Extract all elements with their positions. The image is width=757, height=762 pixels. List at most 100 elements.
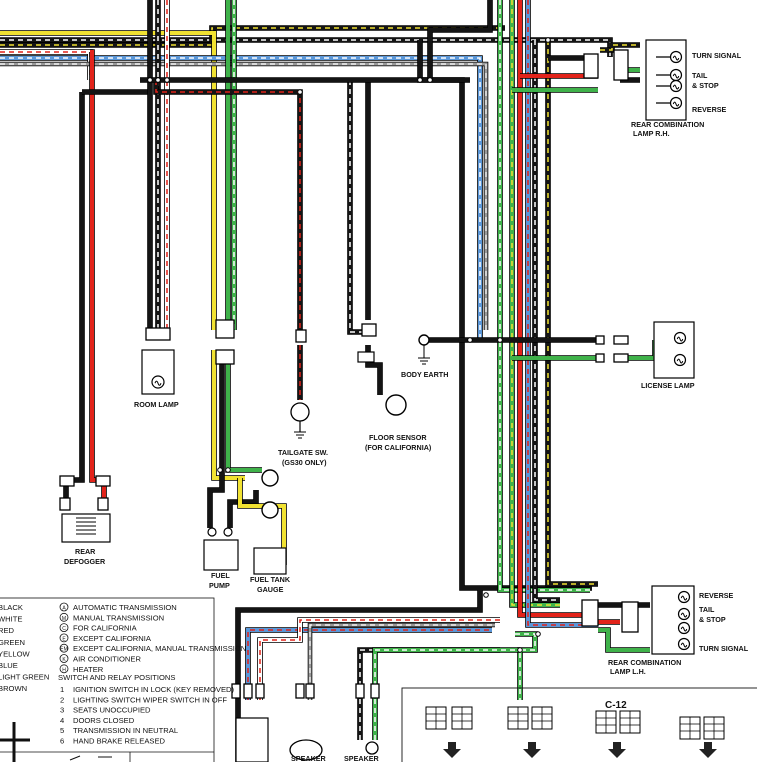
connector-view-1 [425,706,447,730]
tail-lh-label-2: & STOP [699,615,726,624]
tail-rh-label-2: & STOP [692,81,719,90]
turn-signal-lh-label: TURN SIGNAL [699,644,749,653]
fuel-gauge-sender [261,501,279,519]
fuel-gauge-body [253,547,287,575]
rh-reverse-bulb [669,96,683,110]
speaker-l [289,739,323,761]
svg-text:AUTOMATIC TRANSMISSION: AUTOMATIC TRANSMISSION [73,603,177,612]
wire-top-yellow [0,30,217,330]
wire-lh-green-2 [515,631,538,700]
license-connector-1 [595,335,605,345]
defogger-terminal-l [59,497,71,511]
labels: TURN SIGNAL TAIL & STOP REVERSE REAR COM… [64,51,749,762]
rh-connector-b [613,49,629,81]
lh-reverse-bulb [677,590,691,604]
down-arrow-icon [699,742,717,758]
rh-connector-a [583,53,599,79]
components [59,39,725,762]
svg-text:IGNITION SWITCH IN LOCK (KEY: IGNITION SWITCH IN LOCK (KEY REMOVED) [73,685,235,694]
wire-top-red [89,49,107,498]
svg-text:AIR CONDITIONER: AIR CONDITIONER [73,655,141,664]
wire-v-blue-528 [525,0,598,628]
fuel-pump-label-2: PUMP [209,581,230,590]
wire-v-green-512 [509,0,560,608]
svg-text:1: 1 [60,685,64,694]
svg-text:5: 5 [60,726,64,735]
rear-combo-lh-label: REAR COMBINATION [608,658,681,667]
bottom-connector-6 [355,683,365,699]
color-legend-item: BROWN [0,684,27,693]
wire-fuel-yellow [211,350,245,481]
body-earth-terminal [418,334,430,346]
color-legend-item: BLACK [0,603,23,612]
wire-bot-blue [245,627,492,700]
wire-fuel-green [225,350,262,473]
bottom-connector-4 [295,683,305,699]
bottom-connector-7 [370,683,380,699]
wire-v-black-548 [545,40,598,587]
fuel-pump-terminal-2 [223,527,233,537]
rear-combo-rh-housing [645,39,687,121]
wire-v-black-420 [417,40,592,591]
lh-connector-a [581,599,599,627]
svg-text:DOORS CLOSED: DOORS CLOSED [73,716,135,725]
svg-text:K: K [62,657,66,663]
rear-defogger-body [61,513,111,543]
connector-c12-label: C-12 [605,700,627,711]
svg-text:TRANSMISSION IN NEUTRAL: TRANSMISSION IN NEUTRAL [73,726,178,735]
wire-v-red-520 [517,0,598,618]
switch-positions-heading: SWITCH AND RELAY POSITIONS [58,673,175,682]
license-bulb-2 [673,353,687,367]
room-lamp-bulb [151,375,165,389]
abbreviation-item: EM EXCEPT CALIFORNIA, MANUAL TRANSMISSION [59,643,246,653]
turn-signal-rh-label: TURN SIGNAL [692,51,742,60]
rear-defogger-label: REAR [75,547,96,556]
connector-view-8 [703,716,725,740]
license-lamp-housing [653,321,695,379]
svg-text:M: M [62,616,66,622]
svg-text:3: 3 [60,706,64,715]
reverse-lh-label: REVERSE [699,591,734,600]
tail-lh-label: TAIL [699,605,715,614]
svg-text:EXCEPT CALIFORNIA, MANUAL TRAN: EXCEPT CALIFORNIA, MANUAL TRANSMISSION [73,644,246,653]
speaker-r [365,741,379,755]
connector-view-7 [679,716,701,740]
wire-top-blue-white [0,55,483,340]
speaker-r-label: SPEAKER [344,754,380,762]
switch-position-item: 4 DOORS CLOSED [60,716,135,725]
tailgate-switch [290,402,310,422]
license-lamp-label: LICENSE LAMP [641,381,695,390]
color-legend-item: GREEN [0,638,25,647]
floor-sensor [385,394,407,416]
lh-tail-bulb [677,607,691,621]
connector-view-6 [619,710,641,734]
wire-bot-gray [307,622,495,700]
room-lamp-connector [145,327,171,341]
connector-view-5 [595,710,617,734]
rear-combo-rh-label: REAR COMBINATION [631,120,704,129]
switch-position-item: 1 IGNITION SWITCH IN LOCK (KEY REMOVED) [60,685,235,694]
color-legend-item: BLUE [0,661,18,670]
bottom-connector-1 [231,683,241,699]
lh-turn-bulb [677,637,691,651]
color-legend-item: LIGHT GREEN [0,673,49,682]
color-legend-item: WHITE [0,615,22,624]
bottom-connector-3 [255,683,265,699]
wire-v-black-156 [153,80,303,332]
fuel-gauge-label-2: GAUGE [257,585,284,594]
svg-text:EM: EM [60,647,68,653]
color-legend-item: YELLOW [0,649,30,658]
svg-text:4: 4 [60,716,64,725]
wire-top-black-490 [427,0,493,80]
wire-harness [0,0,658,762]
